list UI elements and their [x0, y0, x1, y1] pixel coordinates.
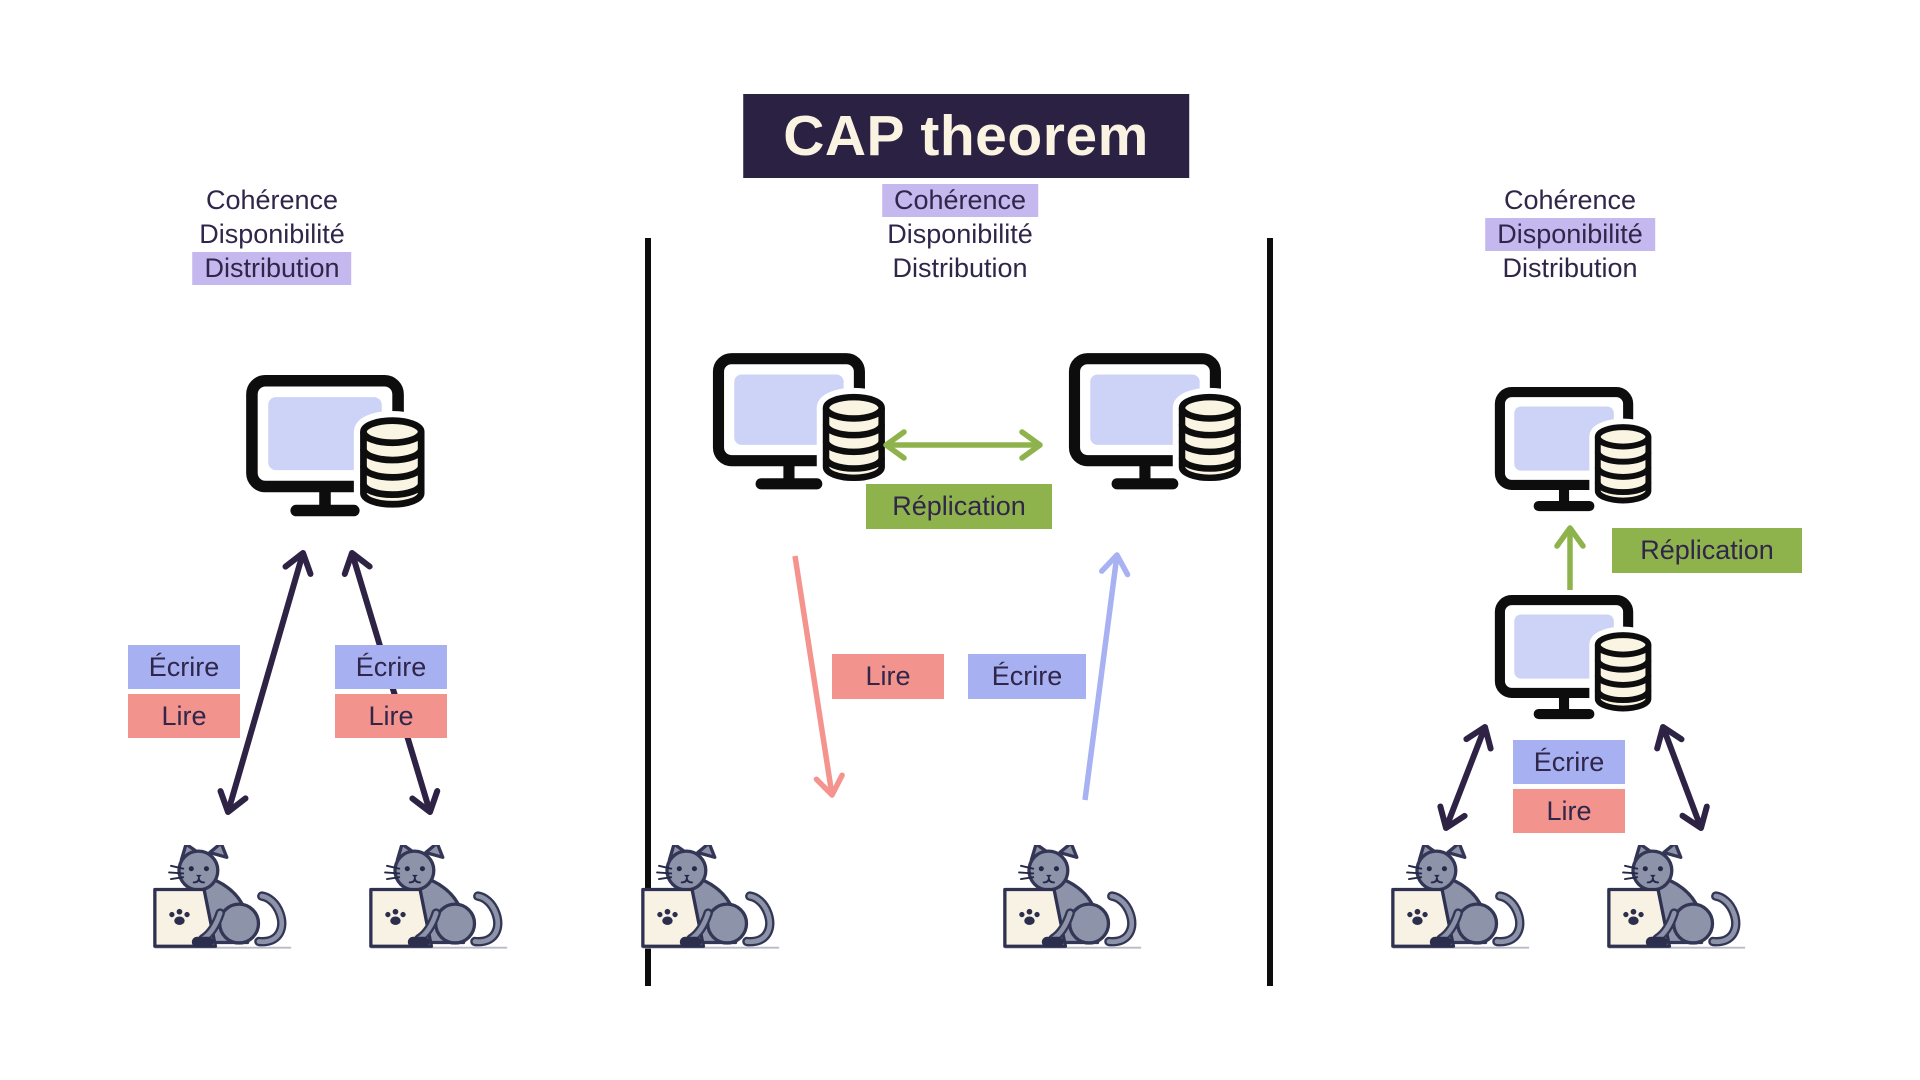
write-up-arrow [1082, 552, 1131, 801]
legend-disponibilite-highlighted: Disponibilité [1485, 218, 1655, 251]
legend-disponibilite: Disponibilité [887, 219, 1033, 249]
read-down-arrow [792, 555, 845, 798]
server-database-icon [1494, 386, 1656, 518]
write-label-chip: Écrire [1513, 740, 1625, 784]
read-write-double-arrow-right [1654, 724, 1710, 831]
legend-panel-disponibilite: Cohérence Disponibilité Distribution [1485, 184, 1655, 285]
write-label-chip: Écrire [968, 654, 1086, 699]
cat-client-icon [640, 845, 782, 951]
legend-distribution: Distribution [1502, 253, 1638, 283]
cat-client-icon [368, 845, 510, 951]
read-write-double-arrow-left [1437, 724, 1494, 831]
cat-client-icon [1606, 845, 1748, 951]
replication-label-chip: Réplication [1612, 528, 1802, 573]
cat-client-icon [1390, 845, 1532, 951]
read-label-chip: Lire [128, 694, 240, 738]
server-database-icon [245, 374, 430, 524]
legend-distribution-highlighted: Distribution [192, 252, 352, 285]
read-label-chip: Lire [1513, 789, 1625, 833]
cat-client-icon [1002, 845, 1144, 951]
write-label-chip: Écrire [335, 645, 447, 689]
replication-up-arrow [1554, 525, 1586, 590]
legend-disponibilite: Disponibilité [199, 219, 345, 249]
cat-client-icon [152, 845, 294, 951]
server-database-icon [712, 352, 890, 497]
legend-coherence: Cohérence [205, 185, 339, 215]
legend-coherence-highlighted: Cohérence [881, 184, 1039, 217]
read-label-chip: Lire [335, 694, 447, 738]
legend-distribution: Distribution [892, 253, 1028, 283]
legend-panel-coherence: Cohérence Disponibilité Distribution [875, 184, 1045, 285]
legend-coherence: Cohérence [1503, 185, 1637, 215]
panel-divider-right [1267, 238, 1273, 986]
replication-double-arrow [883, 429, 1043, 461]
read-label-chip: Lire [832, 654, 944, 699]
page-title: CAP theorem [743, 94, 1189, 178]
panel-divider-left [645, 238, 651, 986]
write-label-chip: Écrire [128, 645, 240, 689]
server-database-icon [1494, 594, 1656, 726]
server-database-icon [1068, 352, 1246, 497]
legend-panel-distribution: Cohérence Disponibilité Distribution [187, 184, 357, 285]
replication-label-chip: Réplication [866, 484, 1052, 529]
